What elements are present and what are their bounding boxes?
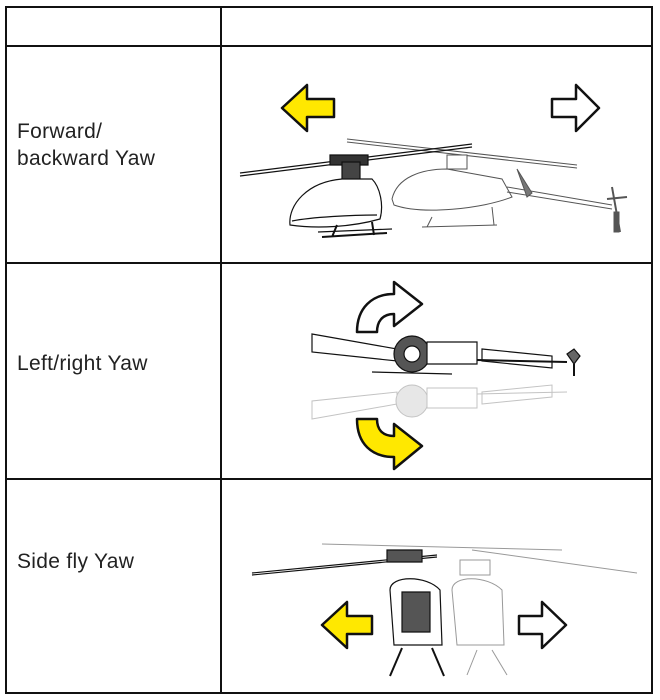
helicopter-ghost-icon	[347, 139, 627, 232]
outline-right-arrow-icon	[519, 602, 566, 648]
helicopter-top-view-icon	[312, 334, 580, 376]
header-divider	[7, 45, 651, 47]
forward-backward-illustration	[222, 47, 653, 262]
header-cell-1	[7, 8, 220, 45]
row-label-side-fly-yaw: Side fly Yaw	[17, 550, 135, 573]
yellow-left-arrow-icon	[282, 85, 334, 131]
helicopter-reflection-icon	[312, 385, 567, 419]
outline-right-arrow-icon	[552, 85, 599, 131]
row1-divider	[7, 262, 651, 264]
helicopter-front-icon	[240, 144, 472, 237]
header-cell-2	[222, 8, 652, 45]
yellow-curved-arrow-icon	[357, 419, 422, 469]
helicopter-ghost-front-icon	[322, 544, 637, 675]
left-right-illustration	[222, 264, 653, 478]
row2-divider	[7, 478, 651, 480]
outline-curved-arrow-icon	[357, 282, 422, 332]
column-divider	[220, 8, 222, 692]
helicopter-front-view-icon	[252, 550, 444, 676]
yaw-table: Forward/ backward Yaw Left/right Yaw Sid…	[5, 6, 653, 694]
side-fly-illustration	[222, 480, 653, 694]
yellow-left-arrow-icon	[322, 602, 372, 648]
row-label-left-right-yaw: Left/right Yaw	[17, 352, 148, 375]
row-label-forward-backward-yaw: Forward/ backward Yaw	[17, 120, 156, 170]
